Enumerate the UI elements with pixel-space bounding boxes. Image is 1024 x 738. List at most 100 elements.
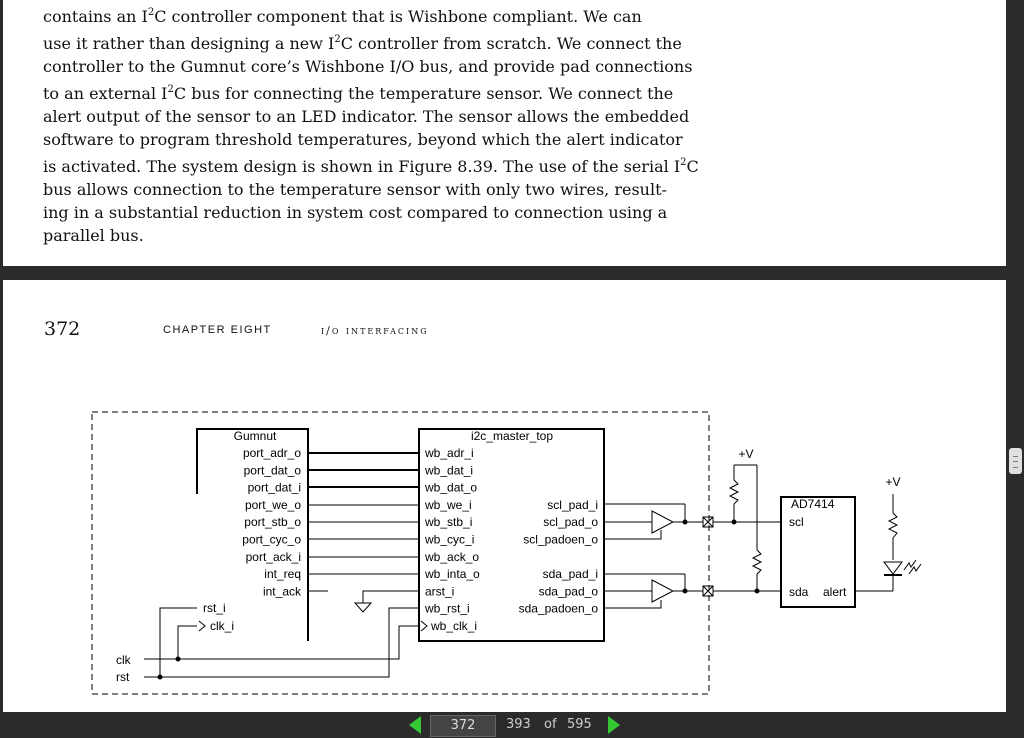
arst-wire bbox=[362, 590, 419, 603]
text-line: is activated. The system design is shown… bbox=[43, 151, 703, 178]
text-line: use it rather than designing a new I2C c… bbox=[43, 28, 703, 55]
text-line: parallel bus. bbox=[43, 224, 703, 247]
gumnut-port-label: int_ack bbox=[263, 584, 302, 598]
i2c-block bbox=[418, 428, 605, 642]
text-segment: C controller from scratch. We connect th… bbox=[340, 34, 682, 53]
text-segment: C bus for connecting the temperature sen… bbox=[173, 84, 674, 103]
text-line: alert output of the sensor to an LED ind… bbox=[43, 105, 703, 128]
bus-wires bbox=[308, 452, 419, 592]
text-segment: ing in a substantial reduction in system… bbox=[43, 203, 668, 222]
i2c-left-port-label: wb_dat_i bbox=[424, 463, 473, 477]
next-page-icon[interactable] bbox=[608, 716, 620, 734]
superscript: 2 bbox=[147, 7, 155, 18]
led-light-rays bbox=[903, 559, 917, 571]
gumnut-port-label: port_dat_o bbox=[244, 463, 302, 477]
led-resistor bbox=[887, 512, 899, 539]
sensor-block bbox=[780, 496, 856, 608]
ground-symbol bbox=[353, 602, 373, 613]
total-pages: 595 bbox=[567, 717, 592, 732]
supply-label: +V bbox=[738, 447, 753, 461]
i2c-right-port-label: scl_pad_o bbox=[543, 515, 598, 529]
navigation-bar: 393 of 595 bbox=[0, 712, 1024, 738]
i2c-left-port-label: wb_we_i bbox=[424, 498, 472, 512]
gumnut-port-label: port_stb_o bbox=[244, 515, 301, 529]
rst-gumnut-wire bbox=[159, 607, 197, 677]
i2c-right-port-label: scl_padoen_o bbox=[523, 533, 598, 547]
gumnut-port-label: port_we_o bbox=[245, 498, 301, 512]
i2c-left-port-label: wb_dat_o bbox=[424, 481, 477, 495]
gumnut-block bbox=[196, 428, 309, 641]
text-segment: software to program threshold temperatur… bbox=[43, 130, 683, 149]
text-line: bus allows connection to the temperature… bbox=[43, 178, 703, 201]
system-diagram: Gumnut port_adr_o port_dat_o port_dat_iport… bbox=[91, 411, 922, 695]
page-number-input[interactable] bbox=[430, 715, 496, 737]
gumnut-port-label: port_dat_i bbox=[248, 481, 301, 495]
clk-input-label: clk bbox=[116, 653, 132, 667]
text-segment: is activated. The system design is shown… bbox=[43, 157, 681, 176]
text-line: software to program threshold temperatur… bbox=[43, 128, 703, 151]
scroll-thumb[interactable] bbox=[1009, 448, 1022, 474]
clk-wire bbox=[144, 625, 419, 660]
body-text: contains an I2C controller component tha… bbox=[43, 1, 703, 247]
page-index: 393 bbox=[506, 717, 531, 732]
running-head-chapter: CHAPTER EIGHT bbox=[163, 324, 272, 336]
i2c-left-port-label: wb_inta_o bbox=[424, 567, 480, 581]
led-icon bbox=[883, 561, 903, 575]
running-head-section: i/o interfacing bbox=[321, 324, 429, 337]
text-segment: contains an I bbox=[43, 7, 148, 26]
i2c-left-port-label: wb_cyc_i bbox=[424, 533, 474, 547]
sensor-title: AD7414 bbox=[791, 497, 835, 511]
page-of-label: of bbox=[544, 717, 557, 732]
gumnut-title: Gumnut bbox=[234, 429, 277, 443]
clk-gumnut-wire bbox=[177, 625, 197, 659]
superscript: 2 bbox=[334, 34, 341, 45]
pullup-resistor-scl bbox=[728, 479, 740, 505]
sensor-sda-label: sda bbox=[789, 585, 809, 599]
vertical-scrollbar[interactable] bbox=[1008, 0, 1024, 712]
i2c-right-port-label: scl_pad_i bbox=[547, 498, 598, 512]
gumnut-port-label: port_ack_i bbox=[246, 550, 301, 564]
supply-label: +V bbox=[885, 475, 900, 489]
rst-input-label: rst bbox=[116, 670, 130, 684]
i2c-title: i2c_master_top bbox=[471, 429, 553, 443]
text-line: contains an I2C controller component tha… bbox=[43, 1, 703, 28]
text-segment: controller to the Gumnut core’s Wishbone… bbox=[43, 57, 693, 76]
text-line: to an external I2C bus for connecting th… bbox=[43, 78, 703, 105]
text-segment: bus allows connection to the temperature… bbox=[43, 180, 667, 199]
rst-wire bbox=[144, 607, 419, 678]
text-line: ing in a substantial reduction in system… bbox=[43, 201, 703, 224]
document-page-bottom: 372 CHAPTER EIGHT i/o interfacing bbox=[3, 280, 1006, 712]
page-number: 372 bbox=[44, 318, 81, 340]
junction-dots bbox=[157, 519, 760, 680]
gumnut-port-label: port_cyc_o bbox=[242, 533, 301, 547]
text-segment: parallel bus. bbox=[43, 226, 144, 245]
i2c-right-port-label: sda_padoen_o bbox=[519, 602, 599, 616]
i2c-left-port-label: wb_ack_o bbox=[424, 550, 479, 564]
text-segment: C bbox=[686, 157, 699, 176]
i2c-left-port-label: wb_clk_i bbox=[430, 619, 477, 633]
previous-page-icon[interactable] bbox=[409, 716, 421, 734]
text-segment: alert output of the sensor to an LED ind… bbox=[43, 107, 690, 126]
sensor-alert-label: alert bbox=[823, 585, 847, 599]
document-page-top: contains an I2C controller component tha… bbox=[3, 0, 1006, 266]
superscript: 2 bbox=[680, 157, 687, 168]
text-segment: C controller component that is Wishbone … bbox=[154, 7, 642, 26]
i2c-left-port-label: arst_i bbox=[425, 584, 454, 598]
grip-icon bbox=[1013, 456, 1018, 468]
gumnut-clk-label: clk_i bbox=[210, 619, 234, 633]
sda-buffer bbox=[651, 579, 675, 603]
pullup-resistor-sda bbox=[751, 549, 763, 575]
sensor-scl-label: scl bbox=[789, 515, 804, 529]
gumnut-rst-label: rst_i bbox=[203, 601, 226, 615]
i2c-left-port-label: wb_stb_i bbox=[424, 515, 472, 529]
text-segment: use it rather than designing a new I bbox=[43, 34, 335, 53]
text-line: controller to the Gumnut core’s Wishbone… bbox=[43, 55, 703, 78]
gumnut-port-label: int_req bbox=[264, 567, 301, 581]
i2c-clk-marker bbox=[420, 620, 428, 632]
superscript: 2 bbox=[167, 84, 174, 95]
i2c-left-port-label: wb_adr_i bbox=[424, 446, 474, 460]
gumnut-port-label: port_adr_o bbox=[243, 446, 301, 460]
system-boundary bbox=[91, 411, 710, 695]
scl-buffer bbox=[651, 510, 675, 534]
i2c-left-port-label: wb_rst_i bbox=[424, 602, 470, 616]
